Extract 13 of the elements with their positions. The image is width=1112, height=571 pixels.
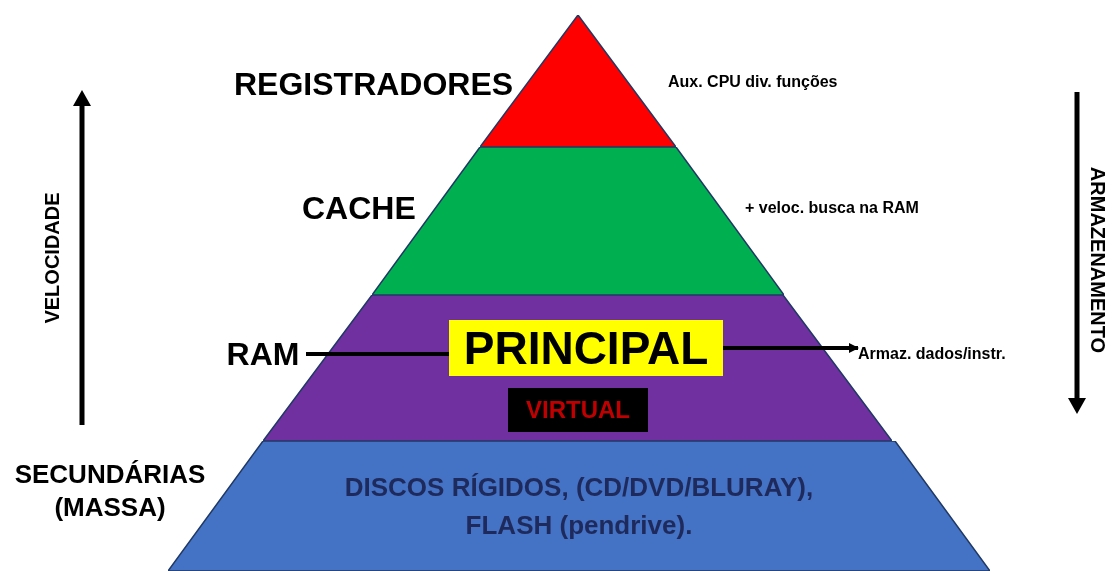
dark-box: VIRTUAL bbox=[508, 388, 648, 432]
level-note: Armaz. dados/instr. bbox=[858, 344, 1048, 364]
axis-label: VELOCIDADE bbox=[42, 191, 62, 326]
level-label: SECUNDÁRIAS (MASSA) bbox=[13, 458, 207, 523]
level-label: CACHE bbox=[302, 192, 416, 224]
highlight-box: PRINCIPAL bbox=[449, 320, 723, 376]
layer-text: DISCOS RÍGIDOS, (CD/DVD/BLURAY), FLASH (pendrive). bbox=[343, 471, 815, 542]
arrow bbox=[723, 343, 859, 353]
level-label: REGISTRADORES bbox=[234, 68, 514, 100]
level-note: Aux. CPU div. funções bbox=[668, 74, 838, 90]
level-note: + veloc. busca na RAM bbox=[745, 200, 919, 216]
level-label: RAM bbox=[220, 334, 306, 374]
axis-label: ARMAZENAMENTO bbox=[1088, 165, 1108, 356]
